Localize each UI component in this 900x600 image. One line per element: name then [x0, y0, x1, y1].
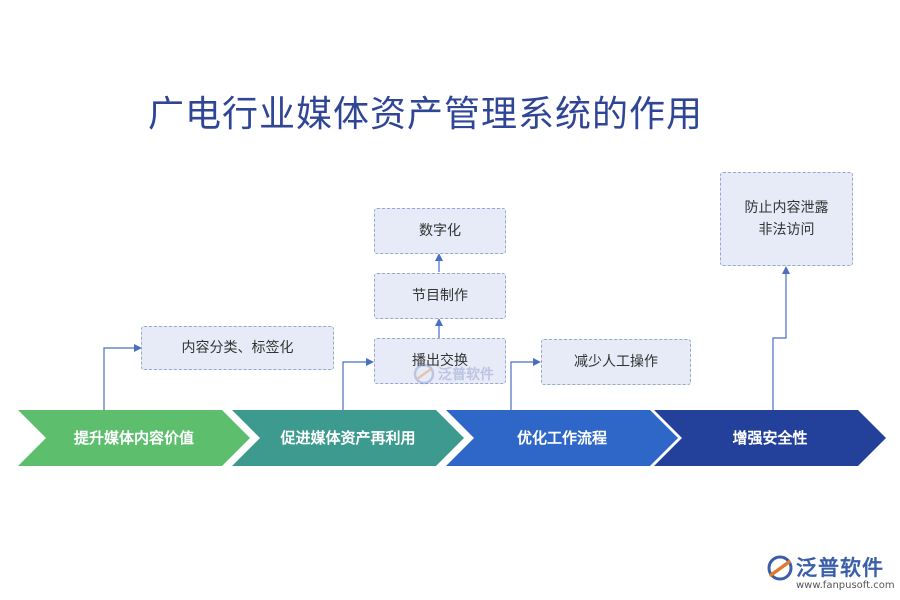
- box-broadcast-exchange-label: 播出交换: [412, 353, 468, 369]
- diagram-title: 广电行业媒体资产管理系统的作用: [148, 94, 704, 135]
- connector-stage1-classify: [103, 344, 142, 410]
- box-prevent-leak: 防止内容泄露 非法访问: [720, 172, 853, 266]
- box-reduce-manual-label: 减少人工操作: [574, 354, 658, 370]
- brand-name: 泛普软件: [796, 556, 884, 580]
- box-program-production-label: 节目制作: [412, 288, 468, 304]
- watermark-logo-icon: [413, 363, 435, 385]
- stage-3-label: 优化工作流程: [516, 429, 607, 447]
- connector-stage3-reduce: [510, 358, 541, 410]
- stage-1-chevron: [18, 410, 250, 466]
- connector-stage4-security: [772, 266, 790, 410]
- box-program-production: 节目制作: [374, 273, 506, 319]
- brand-url: www.fanpusoft.com: [796, 580, 895, 591]
- stage-3-chevron: [446, 410, 678, 466]
- box-content-classify: 内容分类、标签化: [141, 326, 334, 370]
- box-broadcast-exchange: 播出交换: [374, 338, 506, 384]
- connector-stage2-exchange: [342, 358, 374, 410]
- brand-logo-icon: [767, 555, 793, 581]
- watermark-text: 泛普软件: [438, 367, 494, 383]
- box-reduce-manual: 减少人工操作: [541, 339, 691, 385]
- box-digitization: 数字化: [374, 208, 506, 254]
- stage-4-label: 增强安全性: [732, 429, 808, 447]
- stage-1-label: 提升媒体内容价值: [73, 429, 194, 447]
- watermark: 泛普软件: [413, 360, 513, 388]
- box-digitization-label: 数字化: [419, 223, 461, 239]
- stage-2-chevron: [232, 410, 464, 466]
- box-content-classify-label: 内容分类、标签化: [181, 340, 294, 356]
- stage-4-chevron: [654, 410, 886, 466]
- brand-logo: 泛普软件 www.fanpusoft.com: [766, 550, 896, 596]
- stage-2-label: 促进媒体资产再利用: [280, 429, 416, 447]
- box-prevent-leak-line1: 防止内容泄露: [744, 200, 829, 216]
- box-prevent-leak-line2: 非法访问: [758, 222, 815, 238]
